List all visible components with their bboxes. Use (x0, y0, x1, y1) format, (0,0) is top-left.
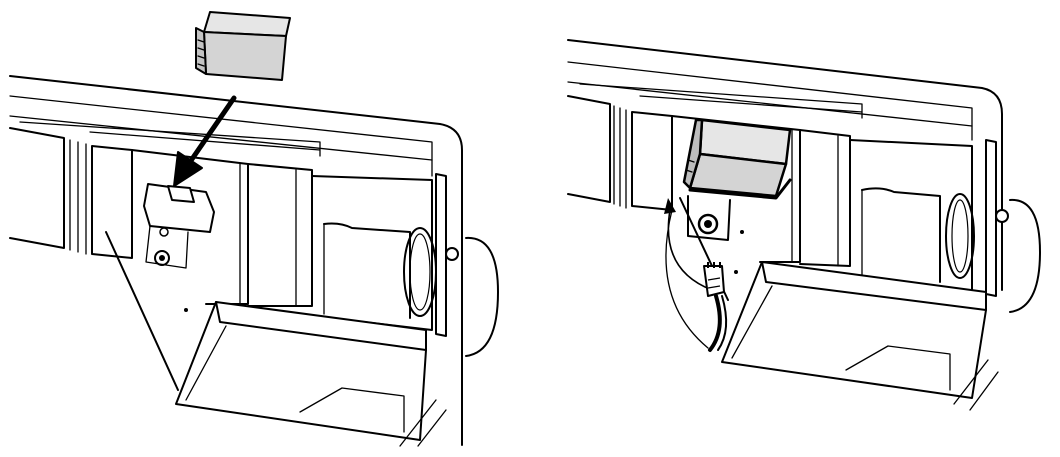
right-side-knob (995, 209, 1009, 223)
left-housing-lip (9, 115, 433, 161)
right-top-rail (579, 83, 863, 119)
right-module-installed (682, 118, 792, 200)
right-housing-outline (567, 39, 1003, 291)
left-bracket-slot (167, 185, 195, 203)
left-bracket (143, 183, 215, 233)
right-panel (567, 39, 1041, 411)
right-housing-inner-edge (567, 61, 973, 141)
left-drawer (215, 301, 427, 351)
left-module-vents (197, 39, 205, 67)
right-cable (708, 294, 722, 352)
left-middle-block (247, 163, 313, 307)
left-fan-housing (311, 175, 433, 331)
right-module-vents (685, 159, 695, 173)
right-callout-outline (665, 209, 709, 349)
right-drawer-front (721, 261, 987, 399)
right-duct-rings (613, 105, 627, 209)
left-duct-rings (69, 139, 87, 255)
left-drawer-front (175, 301, 427, 441)
right-external-cap (1009, 198, 1041, 313)
left-module (195, 11, 291, 81)
left-duct-collar (91, 145, 133, 259)
left-screw-hole (154, 250, 170, 266)
right-module-base (688, 178, 792, 200)
left-housing-inner-edge (9, 95, 433, 177)
left-drawer-hatch (399, 399, 447, 447)
right-duct-collar (631, 111, 673, 211)
left-module-front (203, 31, 287, 81)
left-fan-inner (323, 222, 411, 319)
connector-plug-icon (703, 262, 725, 297)
left-drawer-edge (185, 325, 227, 401)
left-duct (9, 127, 65, 249)
right-drawer-hatch (953, 359, 999, 411)
left-bracket-plate (145, 225, 189, 269)
right-housing-lip (567, 81, 973, 127)
left-right-channel (435, 173, 447, 337)
right-drawer-recess (845, 345, 951, 391)
left-housing-outline (9, 75, 463, 446)
left-module-side (195, 27, 207, 75)
right-fan-ring (945, 193, 975, 279)
left-external-cap (465, 236, 499, 357)
left-mount-hole (159, 227, 169, 237)
right-right-channel (985, 139, 997, 297)
left-side-knob (445, 247, 459, 261)
pointer-arrow-icon (664, 198, 713, 291)
right-fan-inner (861, 187, 941, 283)
right-bracket-plate (687, 195, 731, 241)
left-drawer-recess (299, 387, 405, 433)
right-duct (567, 95, 611, 203)
right-screw-hole (697, 213, 719, 235)
right-middle-block (799, 129, 851, 267)
insertion-arrow-icon (173, 95, 237, 187)
left-panel (9, 11, 499, 447)
right-drawer-edge (731, 285, 773, 359)
